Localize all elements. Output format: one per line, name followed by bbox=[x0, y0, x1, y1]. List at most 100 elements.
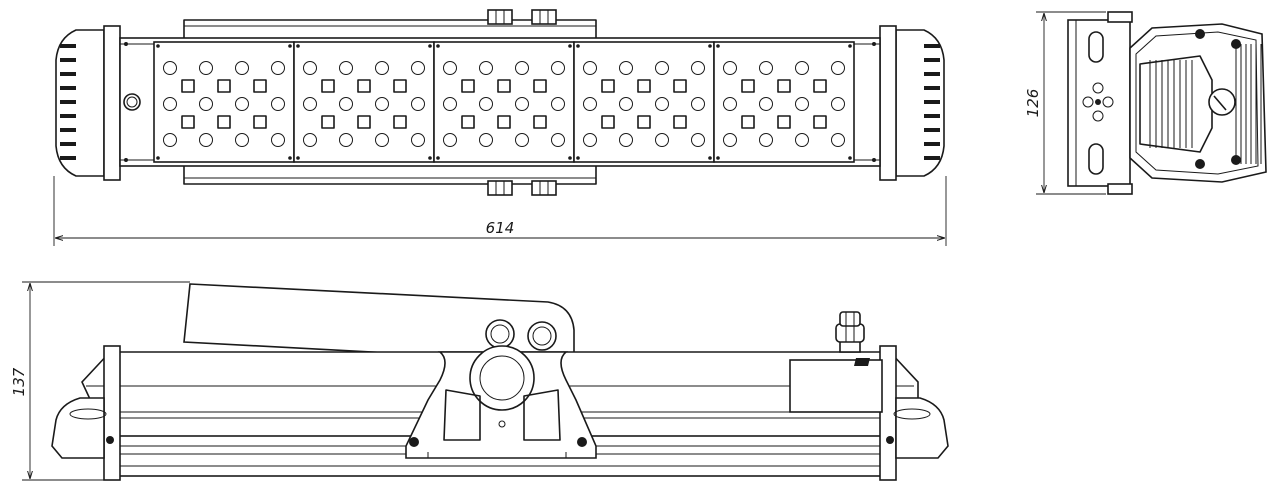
round-led bbox=[411, 97, 425, 111]
round-led bbox=[759, 61, 773, 75]
round-led bbox=[583, 97, 597, 111]
end-cap-profile bbox=[1129, 23, 1267, 183]
square-led bbox=[393, 79, 407, 93]
rib bbox=[60, 114, 76, 118]
round-led bbox=[759, 97, 773, 111]
rib bbox=[60, 142, 76, 146]
square-led bbox=[253, 79, 267, 93]
rib bbox=[60, 156, 76, 160]
round-led bbox=[163, 61, 177, 75]
square-led bbox=[357, 79, 371, 93]
square-led bbox=[777, 115, 791, 129]
round-led bbox=[655, 97, 669, 111]
round-led bbox=[339, 61, 353, 75]
side-left-end-cap bbox=[51, 397, 105, 459]
round-led bbox=[235, 61, 249, 75]
rib bbox=[924, 86, 940, 90]
square-led bbox=[393, 115, 407, 129]
dim-label-126: 126 bbox=[1024, 89, 1042, 118]
round-led bbox=[235, 97, 249, 111]
rib bbox=[60, 100, 76, 104]
round-led bbox=[271, 97, 285, 111]
square-led bbox=[601, 79, 615, 93]
round-led bbox=[163, 133, 177, 147]
round-led bbox=[411, 133, 425, 147]
pressure-vent bbox=[123, 93, 141, 111]
square-led bbox=[777, 79, 791, 93]
round-led bbox=[551, 97, 565, 111]
round-led bbox=[691, 133, 705, 147]
right-end-cap bbox=[895, 29, 945, 177]
end-view-fins bbox=[1149, 44, 1262, 164]
right-heatsink-ribs bbox=[924, 44, 940, 160]
rib bbox=[924, 142, 940, 146]
round-led bbox=[443, 133, 457, 147]
round-led bbox=[271, 133, 285, 147]
round-led bbox=[235, 133, 249, 147]
round-led bbox=[163, 97, 177, 111]
round-led bbox=[831, 61, 845, 75]
mount-slot-bottom bbox=[1088, 143, 1104, 175]
square-led bbox=[673, 115, 687, 129]
round-led bbox=[199, 97, 213, 111]
top-view: 614 bbox=[53, 9, 947, 246]
square-led bbox=[461, 79, 475, 93]
dimension-side-height: 137 bbox=[10, 281, 190, 481]
left-end-cap bbox=[55, 29, 105, 177]
side-right-end-cap bbox=[895, 397, 949, 459]
round-led bbox=[443, 97, 457, 111]
rib bbox=[60, 128, 76, 132]
led-module-array bbox=[153, 41, 855, 163]
left-heatsink-ribs bbox=[60, 44, 76, 160]
round-led bbox=[795, 133, 809, 147]
round-led bbox=[479, 133, 493, 147]
round-led bbox=[795, 61, 809, 75]
round-led bbox=[655, 61, 669, 75]
rib bbox=[60, 44, 76, 48]
round-led bbox=[515, 97, 529, 111]
round-led bbox=[303, 133, 317, 147]
round-led bbox=[551, 61, 565, 75]
square-led bbox=[813, 79, 827, 93]
right-clamp-band bbox=[879, 25, 897, 181]
round-led bbox=[583, 133, 597, 147]
round-led bbox=[479, 97, 493, 111]
dim-label-137: 137 bbox=[10, 367, 28, 396]
mount-slot-top bbox=[1088, 31, 1104, 63]
led-module bbox=[573, 41, 715, 163]
square-led bbox=[253, 115, 267, 129]
square-led bbox=[461, 115, 475, 129]
square-led bbox=[321, 79, 335, 93]
rib bbox=[60, 58, 76, 62]
square-led bbox=[181, 115, 195, 129]
dimension-end-height: 126 bbox=[1024, 11, 1106, 195]
round-led bbox=[691, 61, 705, 75]
round-led bbox=[831, 97, 845, 111]
round-led bbox=[795, 97, 809, 111]
square-led bbox=[533, 115, 547, 129]
round-led bbox=[551, 133, 565, 147]
round-led bbox=[583, 61, 597, 75]
led-module bbox=[293, 41, 435, 163]
square-led bbox=[741, 79, 755, 93]
round-led bbox=[655, 133, 669, 147]
rib bbox=[924, 128, 940, 132]
square-led bbox=[357, 115, 371, 129]
round-led bbox=[339, 97, 353, 111]
dim-label-614: 614 bbox=[486, 219, 515, 237]
round-led bbox=[619, 133, 633, 147]
round-led bbox=[375, 133, 389, 147]
round-led bbox=[303, 61, 317, 75]
square-led bbox=[497, 79, 511, 93]
square-led bbox=[217, 79, 231, 93]
square-led bbox=[181, 79, 195, 93]
square-led bbox=[637, 115, 651, 129]
side-cable-gland bbox=[835, 311, 865, 353]
square-led bbox=[601, 115, 615, 129]
rib bbox=[60, 86, 76, 90]
square-led bbox=[217, 115, 231, 129]
round-led bbox=[271, 61, 285, 75]
round-led bbox=[619, 97, 633, 111]
round-led bbox=[443, 61, 457, 75]
